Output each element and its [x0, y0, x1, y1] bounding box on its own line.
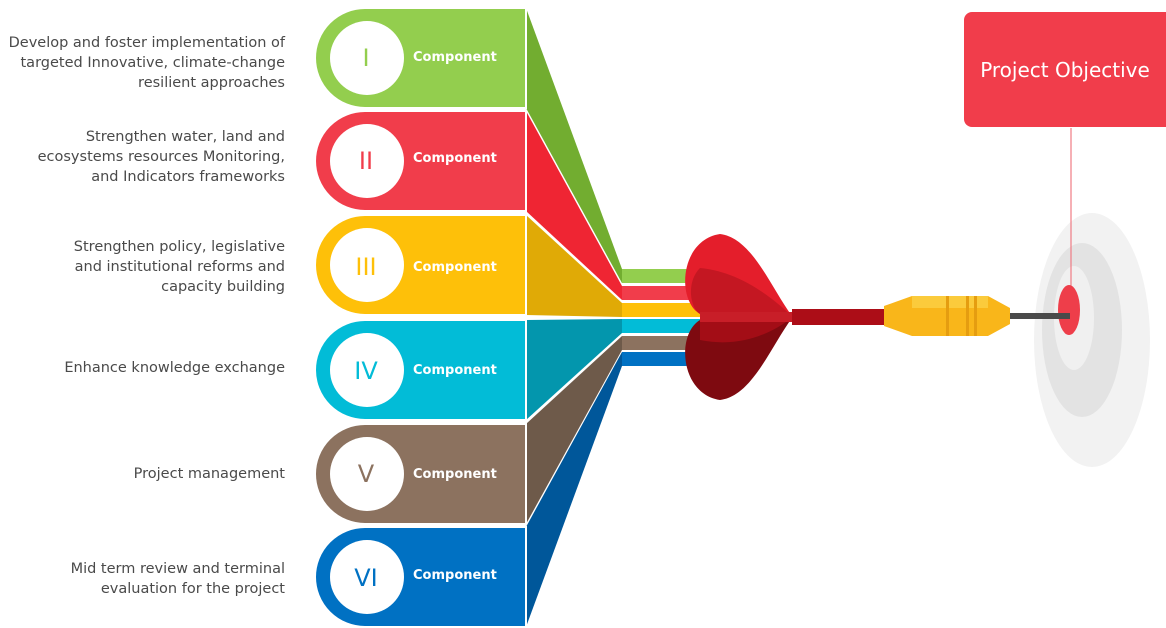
funnel-layer [526, 8, 622, 627]
component-pill-layer [314, 7, 527, 628]
component-II-description: Strengthen water, land and ecosystems re… [0, 127, 285, 187]
project-objective-box: Project Objective [964, 12, 1166, 127]
funnel-I [526, 8, 622, 283]
description-line: Mid term review and terminal [70, 561, 285, 577]
description-line: Enhance knowledge exchange [64, 360, 285, 376]
description-line: ecosystems resources Monitoring, [37, 149, 285, 165]
component-VI-description: Mid term review and terminal evaluation … [0, 559, 285, 599]
component-V-description: Project management [0, 464, 285, 484]
dart-icon [685, 234, 1070, 400]
component-V-label: Component [413, 467, 497, 482]
shaft-band-IV [622, 319, 702, 333]
component-II-badge [330, 124, 404, 198]
component-I-label: Component [413, 50, 497, 65]
component-V-numeral: V [357, 460, 375, 488]
shaft-band-VI [622, 352, 702, 366]
shaft-band-III [622, 303, 702, 317]
description-line: Strengthen water, land and [85, 129, 285, 145]
project-objective-label: Project Objective [980, 57, 1150, 82]
description-line: targeted Innovative, climate-change [20, 55, 286, 71]
component-V-badge [330, 437, 404, 511]
description-line: Develop and foster implementation of [8, 35, 285, 51]
description-line: and institutional reforms and [74, 259, 285, 275]
component-IV-label: Component [413, 363, 497, 378]
shaft-band-V [622, 336, 702, 350]
description-line: Project management [133, 466, 285, 482]
description-line: and Indicators frameworks [91, 169, 285, 185]
description-line: evaluation for the project [100, 581, 285, 597]
component-IV-description: Enhance knowledge exchange [0, 358, 285, 378]
funnel-IV [526, 319, 622, 420]
component-III-badge [330, 228, 404, 302]
funnel-III [526, 215, 622, 317]
funnel-II [526, 111, 622, 300]
target-icon [1034, 128, 1150, 467]
component-II-label: Component [413, 151, 497, 166]
component-III-label: Component [413, 260, 497, 275]
component-I-badge [330, 21, 404, 95]
component-I-description: Develop and foster implementation of tar… [0, 33, 285, 93]
description-line: resilient approaches [138, 75, 285, 91]
component-VI-label: Component [413, 568, 497, 583]
component-IV-numeral: IV [354, 357, 378, 385]
shaft-band-layer [622, 269, 702, 366]
component-IV-badge [330, 333, 404, 407]
description-line: Strengthen policy, legislative [73, 239, 285, 255]
component-II-numeral: II [358, 147, 374, 175]
funnel-VI [526, 352, 622, 627]
component-I-numeral: I [362, 44, 370, 72]
component-VI-badge [330, 540, 404, 614]
description-line: capacity building [161, 279, 285, 295]
shaft-band-II [622, 286, 702, 300]
component-III-numeral: III [355, 253, 377, 281]
component-III-description: Strengthen policy, legislative and insti… [0, 237, 285, 297]
component-VI-numeral: VI [354, 564, 378, 592]
shaft-band-I [622, 269, 702, 283]
funnel-V [526, 336, 622, 524]
